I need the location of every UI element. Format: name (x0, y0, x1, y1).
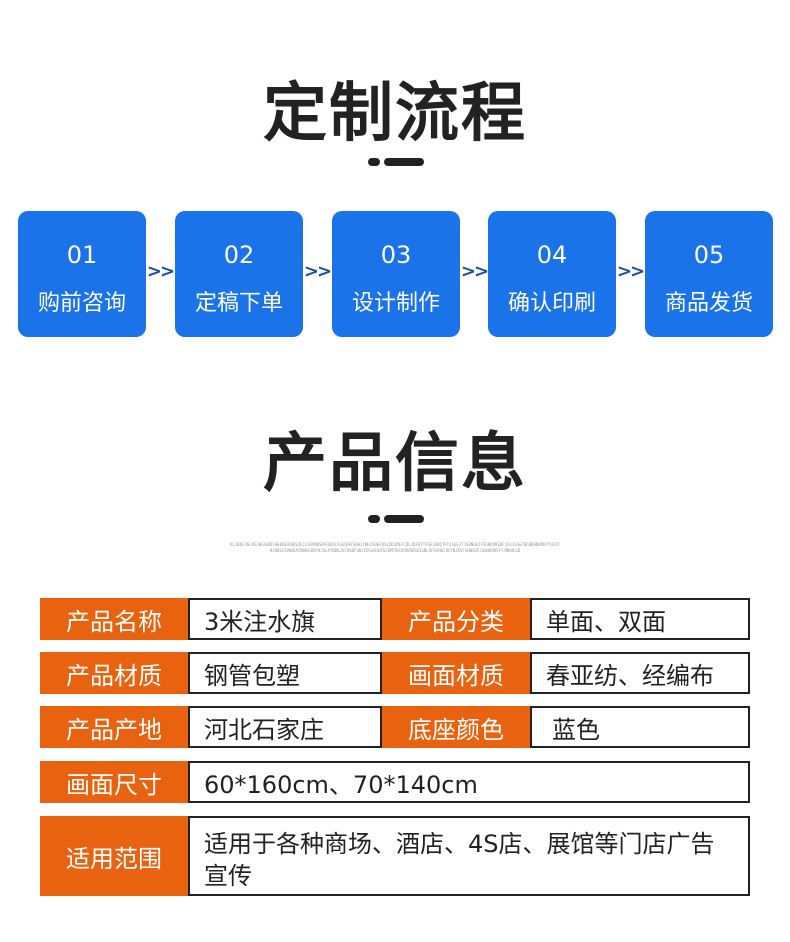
title-decoration (368, 158, 424, 166)
product-material-value: 钢管包塑 (188, 652, 382, 694)
step-card-order: 02 定稿下单 (175, 211, 303, 337)
step-label: 商品发货 (664, 291, 753, 316)
process-steps: 01 购前咨询 >> 02 定稿下单 >> 03 设计制作 >> 04 确认印刷… (18, 211, 774, 337)
step-arrow: >> (146, 261, 175, 282)
info-row: 产品产地 河北石家庄 底座颜色 蓝色 (40, 706, 750, 748)
product-origin-value: 河北石家庄 (188, 706, 382, 748)
print-size-label: 画面尺寸 (40, 761, 188, 803)
info-row: 适用范围 适用于各种商场、酒店、4S店、展馆等门店广告宣传 (40, 816, 750, 896)
title-decoration (368, 515, 424, 523)
step-arrow: >> (460, 261, 489, 282)
step-card-consult: 01 购前咨询 (18, 211, 146, 337)
step-label: 设计制作 (351, 291, 440, 316)
step-number: 02 (223, 241, 255, 269)
product-category-label: 产品分类 (382, 598, 530, 640)
step-number: 05 (693, 241, 725, 269)
step-card-print: 04 确认印刷 (488, 211, 616, 337)
product-material-label: 产品材质 (40, 652, 188, 694)
step-number: 01 (66, 241, 98, 269)
surface-material-label: 画面材质 (382, 652, 530, 694)
product-origin-label: 产品产地 (40, 706, 188, 748)
step-arrow: >> (303, 261, 332, 282)
print-size-value: 60*160cm、70*140cm (188, 761, 750, 803)
base-color-value: 蓝色 (530, 706, 750, 748)
usage-scope-label: 适用范围 (40, 816, 188, 896)
step-label: 定稿下单 (194, 291, 283, 316)
surface-material-value: 春亚纺、经编布 (530, 652, 750, 694)
step-number: 03 (380, 241, 412, 269)
decorative-fine-print: OLJKDFJGLDSJHGSHDFGHHKSDFDKSDFJLSDVNKSDF… (230, 542, 560, 553)
info-row: 产品名称 3米注水旗 产品分类 单面、双面 (40, 598, 750, 640)
step-arrow: >> (616, 261, 645, 282)
usage-scope-value: 适用于各种商场、酒店、4S店、展馆等门店广告宣传 (188, 816, 750, 896)
product-name-label: 产品名称 (40, 598, 188, 640)
step-card-design: 03 设计制作 (332, 211, 460, 337)
info-row: 画面尺寸 60*160cm、70*140cm (40, 761, 750, 803)
step-number: 04 (536, 241, 568, 269)
product-name-value: 3米注水旗 (188, 598, 382, 640)
step-card-ship: 05 商品发货 (645, 211, 773, 337)
info-row: 产品材质 钢管包塑 画面材质 春亚纺、经编布 (40, 652, 750, 694)
base-color-label: 底座颜色 (382, 706, 530, 748)
product-info-title: 产品信息 (263, 427, 527, 501)
process-title: 定制流程 (263, 77, 527, 151)
step-label: 购前咨询 (37, 291, 126, 316)
step-label: 确认印刷 (507, 291, 596, 316)
product-category-value: 单面、双面 (530, 598, 750, 640)
